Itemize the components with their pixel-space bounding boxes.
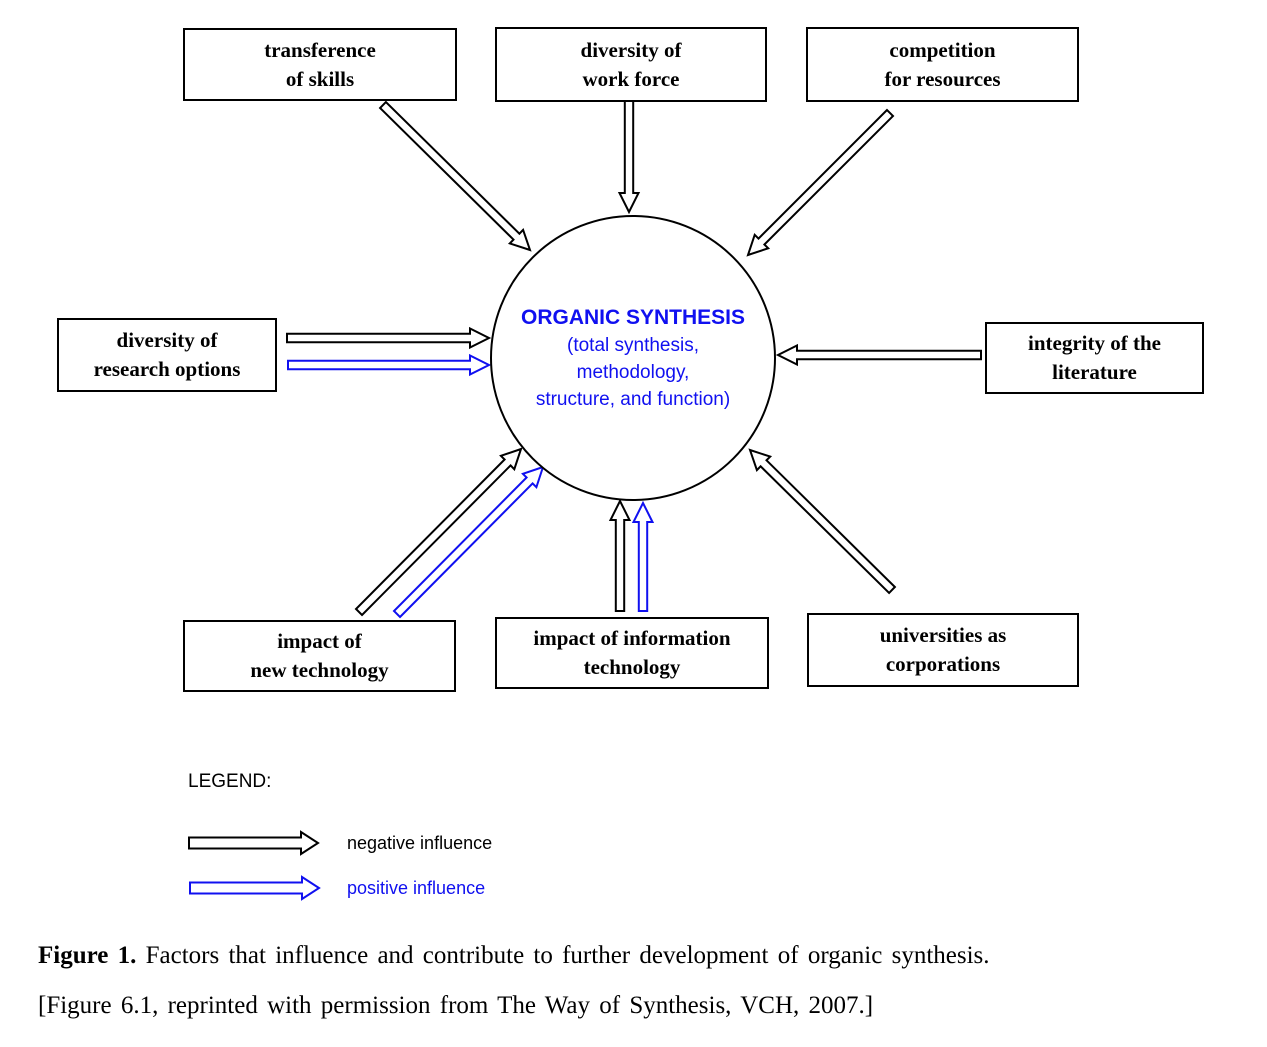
node-label: research options xyxy=(93,357,241,381)
arrow-workforce-negative xyxy=(617,100,641,215)
node-label: competition xyxy=(889,37,996,62)
arrow-research-negative xyxy=(286,326,492,350)
arrow-transference-negative xyxy=(378,100,532,252)
node-label: new technology xyxy=(250,658,389,682)
node-competition-for-resources: competition for resources xyxy=(806,27,1079,102)
node-label: for resources xyxy=(884,66,1001,91)
node-label: diversity of xyxy=(116,328,218,352)
caption-figure-number: Figure 1. xyxy=(38,942,137,969)
legend-positive-arrow-icon xyxy=(189,875,321,901)
arrow-infotech-negative xyxy=(608,498,632,612)
central-node-subtitle-3: structure, and function) xyxy=(535,389,731,410)
caption-text: Factors that influence and contribute to… xyxy=(136,942,990,969)
arrow-universities-negative xyxy=(748,448,897,595)
node-impact-of-information-technology: impact of information technology xyxy=(495,617,769,689)
arrow-newtech-negative xyxy=(354,447,523,617)
legend-title: LEGEND: xyxy=(188,771,272,792)
node-label: universities as xyxy=(879,623,1007,647)
central-node-title: ORGANIC SYNTHESIS xyxy=(520,306,746,329)
legend-positive-label: positive influence xyxy=(347,878,486,898)
node-label: integrity of the xyxy=(1028,331,1161,355)
node-label: impact of xyxy=(277,629,362,653)
node-diversity-of-research-options: diversity of research options xyxy=(57,318,277,392)
figure-caption-line-1: Figure 1. Factors that influence and con… xyxy=(38,942,990,970)
node-diversity-of-work-force: diversity of work force xyxy=(495,27,767,102)
node-label: technology xyxy=(583,655,681,679)
caption-source: [Figure 6.1, reprinted with permission f… xyxy=(38,992,874,1019)
figure-caption-line-2: [Figure 6.1, reprinted with permission f… xyxy=(38,992,873,1020)
arrow-competition-negative xyxy=(746,108,895,257)
node-universities-as-corporations: universities as corporations xyxy=(807,613,1079,687)
node-label: corporations xyxy=(885,652,1001,676)
arrow-infotech-positive xyxy=(631,500,655,612)
arrow-integrity-negative xyxy=(775,343,982,367)
node-impact-of-new-technology: impact of new technology xyxy=(183,620,456,692)
node-label: diversity of xyxy=(580,37,682,62)
legend-negative-label: negative influence xyxy=(347,833,493,853)
central-node-subtitle-1: (total synthesis, xyxy=(567,335,699,356)
central-node-subtitle-2: methodology, xyxy=(576,362,690,383)
node-transference-of-skills: transference of skills xyxy=(183,28,457,101)
legend-negative-arrow-icon xyxy=(188,830,320,856)
node-label: literature xyxy=(1052,360,1137,384)
node-label: of skills xyxy=(285,66,355,91)
node-label: transference xyxy=(264,37,376,62)
node-integrity-of-the-literature: integrity of the literature xyxy=(985,322,1204,394)
arrow-research-positive xyxy=(287,353,492,377)
arrow-newtech-positive xyxy=(392,465,545,619)
node-label: work force xyxy=(582,66,680,91)
node-label: impact of information xyxy=(533,626,731,650)
central-node-organic-synthesis: ORGANIC SYNTHESIS (total synthesis, meth… xyxy=(490,215,776,501)
